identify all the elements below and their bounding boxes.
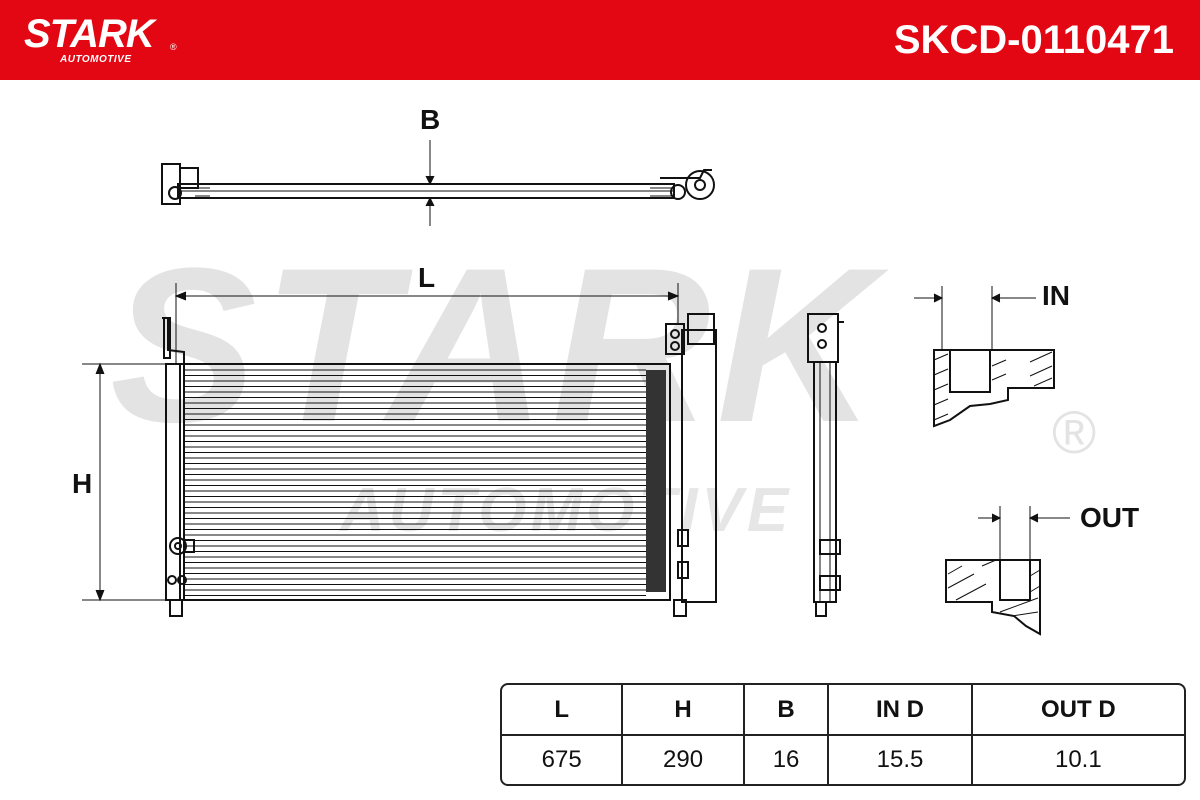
header-bar: STARK ® AUTOMOTIVE SKCD-0110471 [0, 0, 1200, 80]
brand-subtitle: AUTOMOTIVE [60, 54, 132, 65]
specs-value-row: 675 290 16 15.5 10.1 [502, 736, 1184, 784]
label-out: OUT [1080, 502, 1140, 533]
front-view [162, 313, 717, 617]
specs-header-row: L H B IN D OUT D [502, 685, 1184, 737]
dimension-h [82, 362, 180, 602]
specs-table: L H B IN D OUT D 675 290 16 15.5 10.1 [500, 683, 1186, 786]
watermark: STARK [110, 222, 882, 468]
spec-value-in-d: 15.5 [829, 736, 973, 784]
condenser-drawing [82, 140, 1070, 636]
spec-value-l: 675 [502, 736, 624, 784]
label-b: B [420, 104, 441, 135]
dimension-l [174, 283, 680, 364]
spec-header-b: B [744, 685, 830, 737]
spec-header-in-d: IN D [829, 685, 973, 737]
label-in: IN [1042, 280, 1070, 311]
part-number: SKCD-0110471 [893, 18, 1174, 62]
spec-header-l: L [502, 685, 624, 737]
in-detail [914, 286, 1055, 428]
spec-value-b: 16 [745, 736, 830, 784]
spec-header-h: H [623, 685, 745, 737]
spec-header-out-d: OUT D [972, 685, 1184, 737]
out-detail [945, 506, 1070, 636]
side-view [807, 313, 844, 617]
spec-value-out-d: 10.1 [1054, 746, 1102, 774]
label-h: H [72, 468, 93, 499]
watermark-subtitle: AUTOMOTIVE [340, 476, 793, 545]
top-view [161, 163, 715, 205]
dimension-b [425, 140, 435, 226]
label-l: L [418, 262, 436, 293]
brand-registered-mark: ® [170, 42, 177, 52]
spec-value-h: 290 [623, 736, 745, 784]
watermark-registered-mark: ® [1052, 399, 1097, 466]
brand-logo: STARK [24, 12, 155, 56]
